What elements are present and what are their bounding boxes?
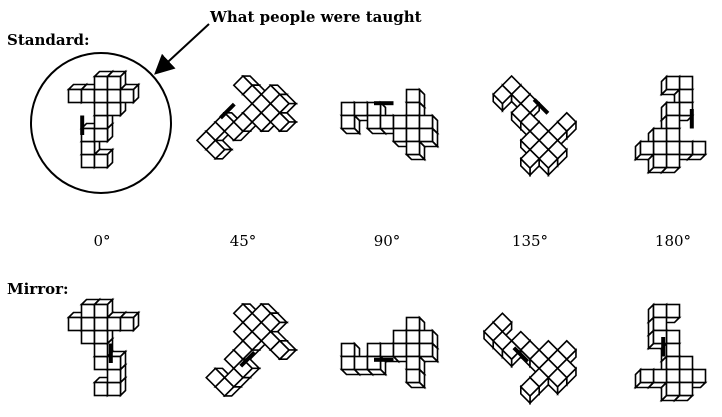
standard-object-45 [188, 63, 305, 180]
standard-object-90 [342, 90, 438, 160]
mirror-object-0 [69, 300, 139, 396]
mirror-object-90 [342, 318, 438, 388]
mirror-object-180 [636, 305, 706, 401]
standard-object-0 [69, 72, 139, 168]
standard-object-135 [471, 67, 588, 184]
standard-objects [69, 63, 706, 184]
mirror-object-45 [188, 291, 305, 408]
mirror-objects [69, 291, 706, 412]
mirror-object-135 [471, 295, 588, 412]
standard-object-180 [636, 77, 706, 173]
annotation-arrow [157, 24, 209, 72]
